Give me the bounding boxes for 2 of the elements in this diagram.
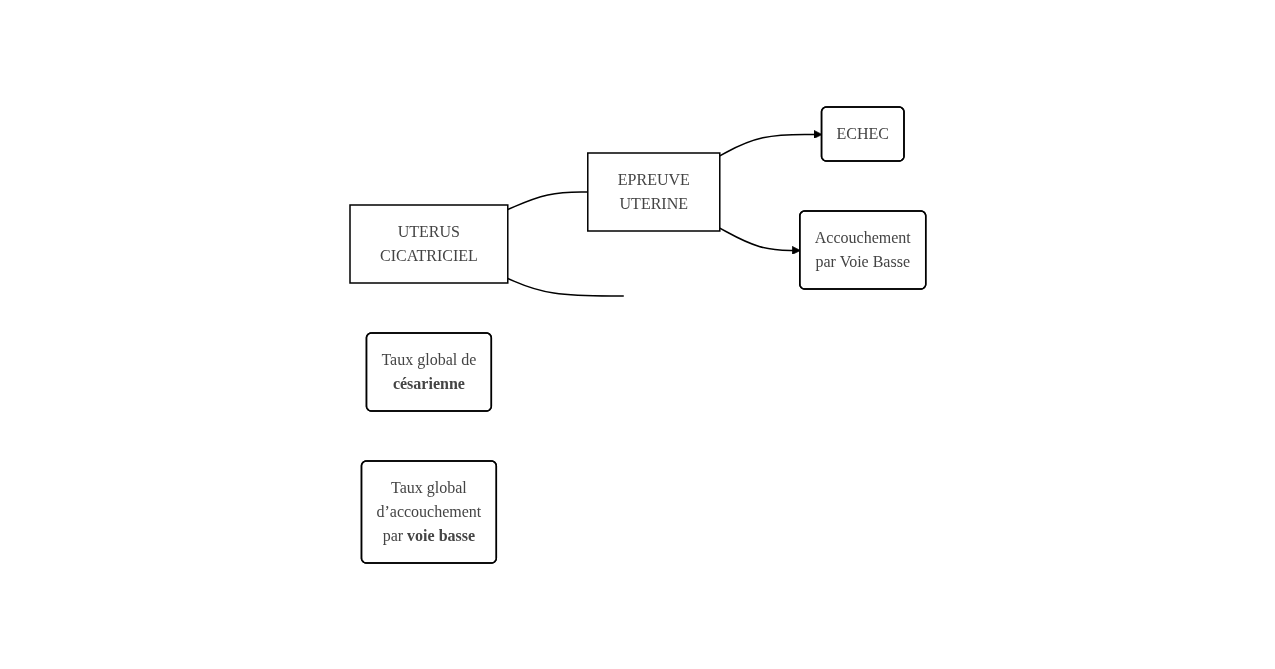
node-box: UTERUS CICATRICIEL <box>348 203 509 284</box>
node-box: EPREUVE UTERINE <box>586 151 721 232</box>
